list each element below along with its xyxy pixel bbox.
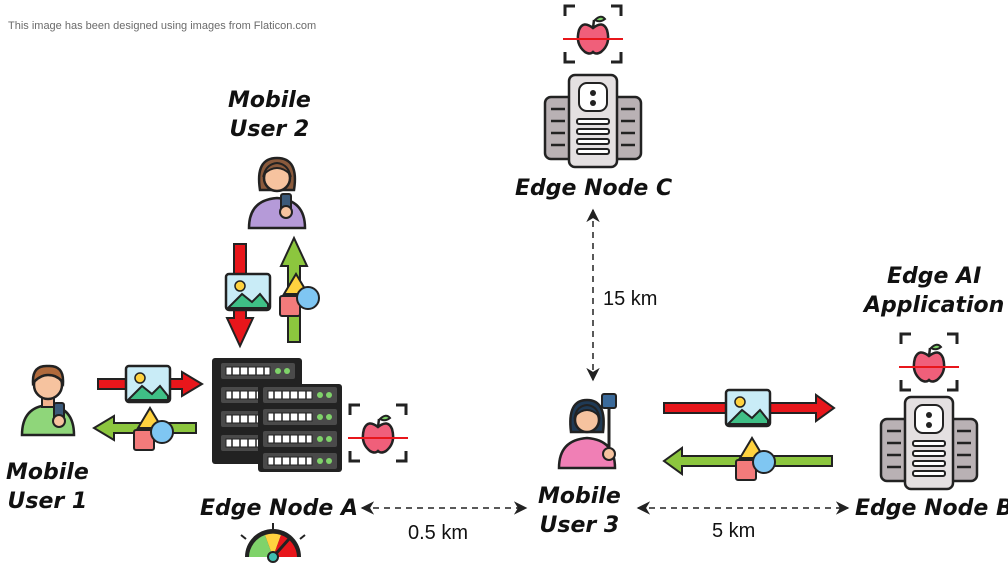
edge-node-c-server-icon xyxy=(543,73,643,169)
label-edge-node-c: Edge Node C xyxy=(515,176,673,201)
distance-user3-to-b: 5 km xyxy=(712,520,756,542)
label-mobile-user-1: Mobile User 1 xyxy=(6,460,89,514)
edge-node-c-apple-scan-icon xyxy=(561,4,625,64)
mobile-user-3-icon xyxy=(557,392,618,470)
mobile-user-1-icon xyxy=(20,364,76,437)
label-edge-ai-application: Edge AI Application xyxy=(864,264,1005,318)
edge-node-b-apple-scan-icon xyxy=(897,332,961,392)
label-mobile-user-2: Mobile User 2 xyxy=(228,88,311,142)
edge-node-a-server-icon xyxy=(212,358,342,472)
edge-node-b-server-icon xyxy=(879,395,979,491)
gauge-icon xyxy=(240,523,306,563)
image-icon xyxy=(724,388,772,428)
label-mobile-user-3: Mobile User 3 xyxy=(538,484,621,538)
mobile-user-2-icon xyxy=(247,156,307,230)
attribution-text: This image has been designed using image… xyxy=(8,20,317,32)
edge-node-a-apple-scan-icon xyxy=(346,403,410,463)
distance-user3-to-c: 15 km xyxy=(603,288,658,310)
shapes-icon xyxy=(735,437,776,481)
label-edge-node-a: Edge Node A xyxy=(200,496,358,521)
shapes-icon xyxy=(133,407,174,451)
label-edge-node-b: Edge Node B xyxy=(855,496,1008,521)
distance-a-to-user3: 0.5 km xyxy=(408,522,469,544)
image-icon xyxy=(224,272,272,312)
image-icon xyxy=(124,364,172,404)
shapes-icon xyxy=(279,273,320,317)
